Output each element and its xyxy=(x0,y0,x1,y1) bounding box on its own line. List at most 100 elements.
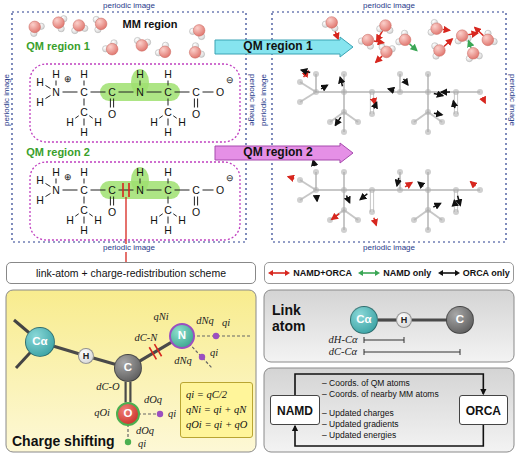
ghost-atom xyxy=(425,89,431,95)
node-text: QM region 2 xyxy=(243,146,312,160)
water-oxygen xyxy=(136,40,148,52)
ghost-atom xyxy=(341,169,347,175)
atom-symbol: H xyxy=(164,225,172,236)
atom-symbol: H xyxy=(164,127,172,138)
boundary-label: periodic image xyxy=(101,2,157,10)
ghost-molecule xyxy=(297,71,483,135)
bond xyxy=(378,320,397,321)
legend-arrowhead xyxy=(438,270,443,276)
force-arrow xyxy=(316,196,318,201)
ghost-atom xyxy=(341,71,347,77)
atom-symbol: H xyxy=(178,117,186,128)
bond xyxy=(89,116,92,118)
node-text: C xyxy=(124,362,132,374)
bond xyxy=(63,92,78,93)
panel-text: – Updated charges xyxy=(322,409,394,418)
atom-symbol: H xyxy=(80,127,88,138)
ghost-atom xyxy=(355,217,361,223)
double-bond xyxy=(454,190,455,212)
cut-mark xyxy=(128,183,130,197)
force-arrow xyxy=(301,70,310,72)
double-bond xyxy=(110,99,111,108)
panel-background xyxy=(6,290,256,452)
force-arrow xyxy=(376,56,382,62)
bond xyxy=(316,91,344,93)
atom-symbol: H xyxy=(80,69,88,80)
bond xyxy=(119,190,134,191)
water-oxygen xyxy=(381,46,393,58)
force-arrow xyxy=(443,29,450,31)
bond xyxy=(140,342,172,361)
bond xyxy=(147,92,162,93)
water-oxygen xyxy=(189,47,201,59)
qm-region-outline xyxy=(30,162,240,240)
charge-label: dOq xyxy=(136,426,154,437)
ghost-atom xyxy=(397,169,403,175)
atom-symbol: H xyxy=(52,167,60,178)
double-bond xyxy=(110,197,111,206)
force-arrow xyxy=(410,44,417,51)
bond xyxy=(91,190,106,191)
scheme-title-box: link-atom + charge-redistribution scheme xyxy=(6,262,256,284)
node-text: C xyxy=(456,314,464,326)
qm-region-outline xyxy=(30,64,240,142)
force-arrow xyxy=(340,77,342,86)
legend-item: ORCA only xyxy=(438,268,510,278)
legend-arrowhead xyxy=(358,270,363,276)
cut-mark xyxy=(122,183,124,197)
node-text: H xyxy=(83,352,90,361)
node-text: Cα xyxy=(356,314,371,326)
atom-symbol: H xyxy=(66,117,74,128)
water-oxygen xyxy=(106,43,118,55)
force-arrow xyxy=(469,41,472,48)
atom-symbol: O xyxy=(108,109,116,120)
charge-label: dC-O xyxy=(96,382,119,393)
distance-bars xyxy=(364,337,460,355)
ghost-atom xyxy=(411,119,417,125)
force-arrow xyxy=(388,89,394,91)
bond xyxy=(75,116,78,118)
bond xyxy=(84,179,85,184)
bond xyxy=(428,189,456,191)
atom-symbol: O xyxy=(192,207,200,218)
legend-sample xyxy=(438,269,460,277)
bond xyxy=(175,190,190,191)
ghost-atom xyxy=(425,109,431,115)
ghost-atom xyxy=(453,209,459,215)
bond xyxy=(378,318,397,321)
ghost-atom xyxy=(397,89,403,95)
arrow-body xyxy=(215,143,353,163)
bond xyxy=(126,382,131,403)
node-text: QM region 1 xyxy=(243,40,312,54)
legend-sample xyxy=(358,269,380,277)
ghost-atom xyxy=(355,119,361,125)
bond xyxy=(344,189,372,191)
bond xyxy=(84,119,85,126)
ghost-atom xyxy=(411,217,417,223)
molecule-drawing xyxy=(14,64,483,445)
ghost-atom xyxy=(369,209,375,215)
arrow-body xyxy=(215,37,353,57)
dipeptide-molecule xyxy=(30,64,240,142)
panel-text: – Coords. of nearby MM atoms xyxy=(322,390,439,399)
bond xyxy=(412,318,447,321)
node-text: O xyxy=(124,408,133,420)
legend-line xyxy=(272,272,286,274)
distance-label: dC-Cα xyxy=(329,347,357,358)
force-arrow xyxy=(441,91,450,93)
atom-ball: H xyxy=(78,348,94,364)
force-arrow xyxy=(373,98,374,104)
water-oxygen xyxy=(467,47,479,59)
distance-tick xyxy=(404,337,405,343)
legend-arrowhead xyxy=(455,270,460,276)
bond xyxy=(400,91,428,93)
boundary-label: periodic image xyxy=(508,72,516,128)
bond xyxy=(46,193,51,196)
panel: – Coords. of QM atoms– Coords. of nearby… xyxy=(264,368,514,452)
bond xyxy=(84,99,85,106)
boundary-label: periodic image xyxy=(248,72,256,128)
bond xyxy=(168,99,169,106)
ghost-atom xyxy=(313,71,319,77)
atom-symbol: H xyxy=(36,195,44,206)
double-bond xyxy=(124,382,126,403)
